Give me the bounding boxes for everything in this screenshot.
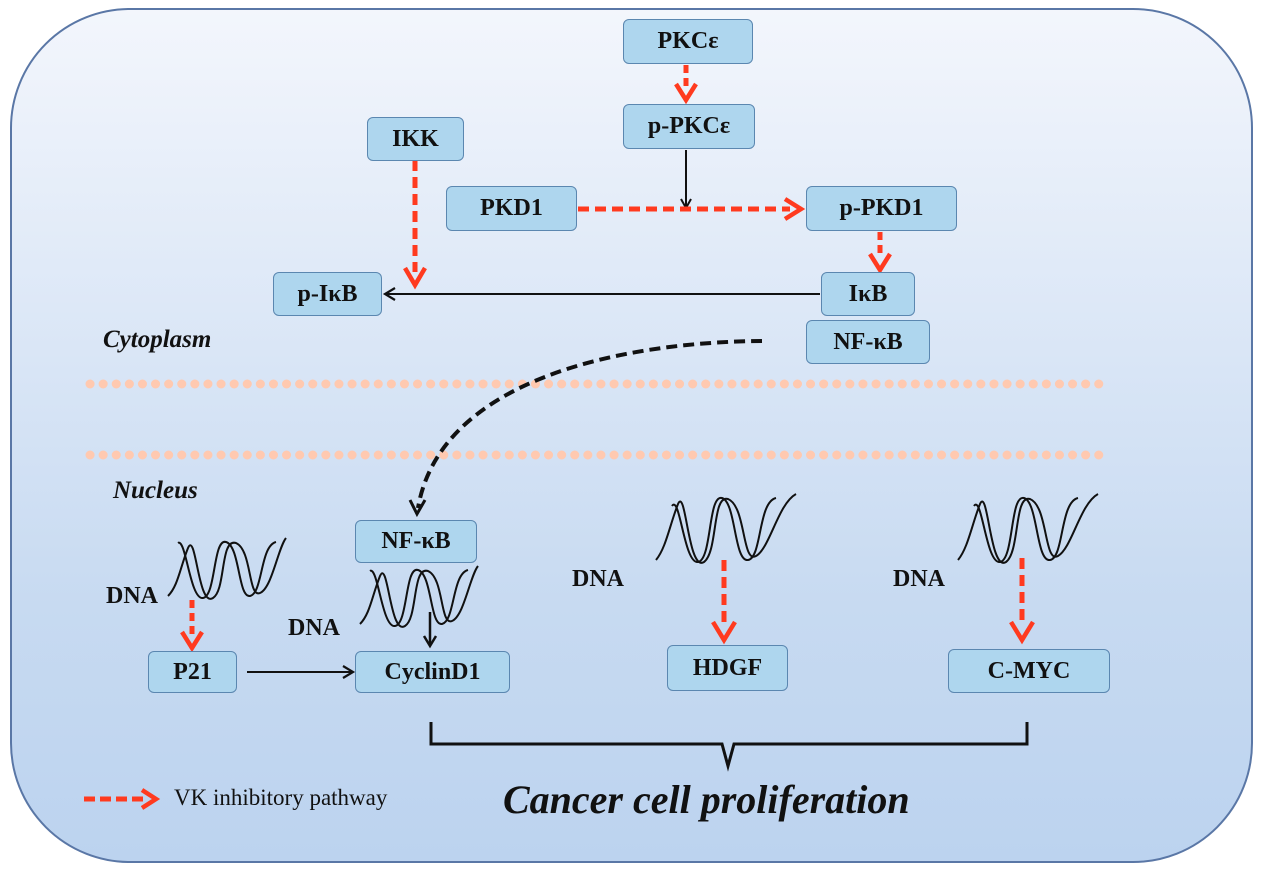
cytoplasm-label: Cytoplasm [103,326,212,353]
arrow-dna-to-cmyc [1009,558,1035,645]
dna-helix-icon [957,493,1099,564]
proliferation-bracket [429,722,1029,772]
dna-label: DNA [572,566,624,592]
arrow-ikb-to-pikb [382,287,820,301]
node-pkd1: PKD1 [446,186,577,231]
arrow-ppkce-to-pkd1-edge [680,150,692,211]
dna-helix-icon [655,493,797,564]
node-nfkb-nucleus: NF-κB [355,520,477,563]
dna-helix-icon [167,537,287,600]
cell-frame [10,8,1253,863]
node-p-pkd1: p-PKD1 [806,186,957,231]
node-ikk: IKK [367,117,464,161]
dna-label: DNA [288,615,340,641]
node-p-pkce: p-PKCε [623,104,755,149]
node-p21: P21 [148,651,237,693]
dna-label: DNA [106,583,158,609]
dna-helix-icon [359,565,479,628]
dna-label: DNA [893,566,945,592]
arrow-dna-to-p21 [180,600,204,653]
node-p-ikb: p-IκB [273,272,382,316]
outcome-label: Cancer cell proliferation [503,777,910,822]
arrow-p21-to-cyclind1 [247,665,356,679]
node-cyclind1: CyclinD1 [355,651,510,693]
node-ikb: IκB [821,272,915,316]
legend-label: VK inhibitory pathway [174,785,388,810]
arrow-dna-to-hdgf [711,560,737,645]
arrow-pkce-to-ppkce [674,65,698,105]
arrow-ppkd1-to-ikb [868,232,892,275]
node-pkce: PKCε [623,19,753,64]
red-dashed-arrow-icon [84,788,161,810]
node-cmyc: C-MYC [948,649,1110,693]
node-hdgf: HDGF [667,645,788,691]
arrow-ikk-to-pikb [403,160,427,290]
node-nfkb-cytoplasm: NF-κB [806,320,930,364]
arrow-nfkb-translocation [408,339,763,518]
arrow-dna-to-cyclind1 [422,612,438,649]
arrow-pkd1-to-ppkd1 [578,197,806,221]
nucleus-label: Nucleus [113,477,198,504]
